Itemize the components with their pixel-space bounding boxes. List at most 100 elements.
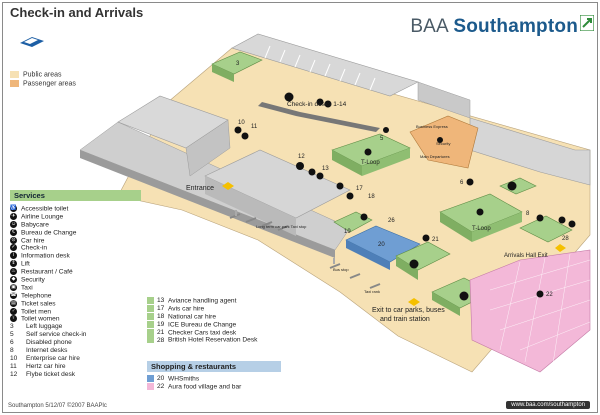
road-marks [235,210,335,264]
service-label: Information desk [21,252,70,260]
service-number: 5 [10,331,14,339]
service-label: Restaurant / Café [21,268,73,276]
service-label: Checker Cars taxi desk [168,328,237,336]
front-wall-edge [80,150,335,258]
service-label: Hertz car hire [26,362,66,370]
checkin-desks-label: Check-in desks 1-14 [287,101,347,108]
service-label: Self service check-in [26,331,87,339]
num-3: 3 [236,61,240,67]
security-label: Security [436,141,450,146]
bus-stop-label: Bus stop [333,267,349,272]
service-number: 18 [157,313,165,321]
credit-text: Southampton 5/12/07 ©2007 BAAPlc [8,403,107,409]
exit-car-parks-label: Exit to car parks, buses [372,307,445,314]
icon-28b [568,220,576,228]
service-icons[interactable] [234,92,576,301]
service-icon: ✓ [10,244,17,252]
checkin-desks[interactable] [258,102,380,132]
icon-tloop-2 [476,208,484,216]
area-22[interactable] [469,249,591,373]
num-11: 11 [251,124,258,130]
service-icon: ♀ [10,315,17,323]
service-icon: ☎ [10,291,17,299]
icon-exit-b [459,291,469,301]
service-number: 11 [10,362,17,370]
service-item: ☺Babycare [10,220,86,229]
num-17: 17 [356,186,363,192]
shopping-label: Aura food village and bar [168,383,242,391]
brand-prefix: BAA [410,16,448,37]
service-label: Lift [21,260,30,268]
shopping-swatch [147,382,154,390]
map-numbers: 3 5 6 8 10 11 12 13 17 18 19 20 21 22 26… [236,61,569,298]
num-19: 19 [344,229,351,235]
num-6: 6 [460,180,464,186]
shopping-number: 20 [157,375,165,383]
website-link[interactable]: www.baa.com/southampton [506,401,590,409]
service-icon: ✈ [10,212,17,220]
service-numbered-item: 5 Self service check-in [10,331,86,339]
service-label: Ticket sales [21,299,56,307]
block-exit-side [432,292,460,316]
block-info-right[interactable] [499,177,537,195]
arrivals-marker[interactable] [555,244,566,252]
main-departures-label: Main Departures [420,154,450,159]
service-icon: ▤ [10,299,17,307]
icon-lift-b [234,126,242,134]
block-20-side [346,240,390,270]
icon-28a [558,216,566,224]
num-26: 26 [388,218,395,224]
service-label: Avis car hire [168,305,205,313]
service-icon: ◆ [10,276,17,284]
service-item: ✈Airline Lounge [10,212,86,221]
grey-block-left-2 [185,119,231,177]
icon-22 [536,290,544,298]
icon-info-mid [409,259,419,269]
icon-toilet-b [324,100,332,108]
service-numbered-item: 11 Hertz car hire [10,363,86,371]
tloop-1-side [332,150,362,176]
passenger-area[interactable] [409,115,479,169]
tloop-2-label: T-Loop [472,226,491,232]
service-label: Enterprise car hire [26,354,80,362]
service-number: 8 [10,347,14,355]
tloop-2-front [472,212,522,242]
tloop-1-front [362,148,410,176]
icon-12 [296,162,304,170]
service-icon: ⇕ [10,260,17,268]
service-swatch [147,304,154,312]
brand-name: Southampton [453,16,578,37]
service-item: ♿Accessible toilet [10,205,86,213]
exit-marker[interactable] [408,298,420,306]
service-number: 3 [10,323,14,331]
icon-26 [360,213,368,221]
entrance-marker[interactable] [222,182,234,190]
service-swatch [147,297,154,304]
shopping-heading: Shopping & restaurants [147,361,281,372]
service-label: National car hire [168,313,217,321]
service-swatch [147,320,154,328]
service-icon: ▣ [10,283,17,291]
num-5: 5 [380,136,384,142]
icon-17 [336,182,344,190]
page-title: Check-in and Arrivals [10,5,144,20]
service-number: 17 [157,305,165,313]
services-heading: Services [10,190,141,201]
icon-toilet-a [316,98,324,106]
block-3[interactable] [211,51,263,75]
service-label: Telephone [21,292,52,300]
service-item: €Bureau de Change [10,228,86,237]
shopping-label: WHSmiths [168,375,200,383]
service-swatch [147,312,154,320]
